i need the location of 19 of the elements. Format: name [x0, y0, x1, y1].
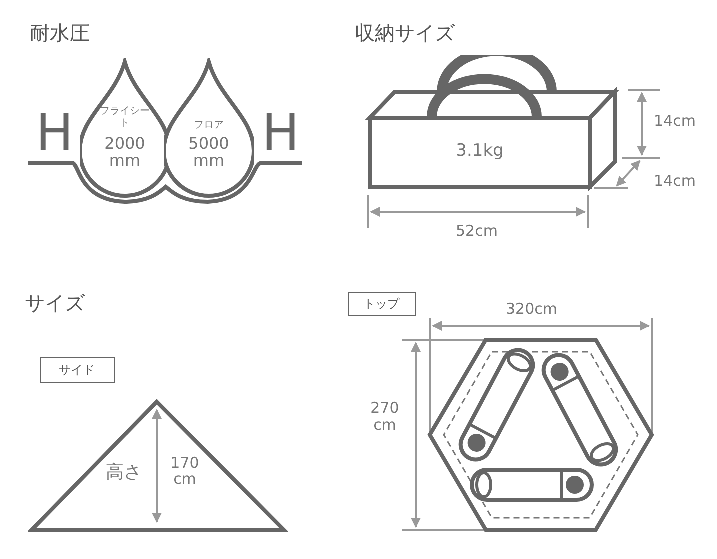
dimension-label: 14cm: [654, 172, 696, 190]
water-level-letter: H: [262, 108, 300, 158]
view-tag: サイド: [40, 357, 115, 383]
dimension-label: 170 cm: [170, 456, 200, 488]
drop-caption: フライシート: [100, 106, 150, 130]
dimension-label: 52cm: [456, 222, 498, 240]
pressure-value: 2000 mm: [104, 136, 146, 170]
pressure-value: 5000 mm: [188, 136, 230, 170]
view-tag: トップ: [348, 292, 416, 316]
height-label: 高さ: [106, 461, 142, 484]
water-level-letter: H: [36, 108, 74, 158]
section-heading: 耐水圧: [30, 20, 90, 47]
section-heading: 収納サイズ: [355, 20, 455, 47]
drop-caption: フロア: [193, 119, 225, 132]
dimension-label: 14cm: [654, 112, 696, 130]
weight-label: 3.1kg: [455, 141, 505, 161]
section-heading: サイズ: [25, 290, 85, 317]
dimension-label: 320cm: [506, 300, 558, 318]
dimension-label: 270 cm: [370, 400, 400, 433]
